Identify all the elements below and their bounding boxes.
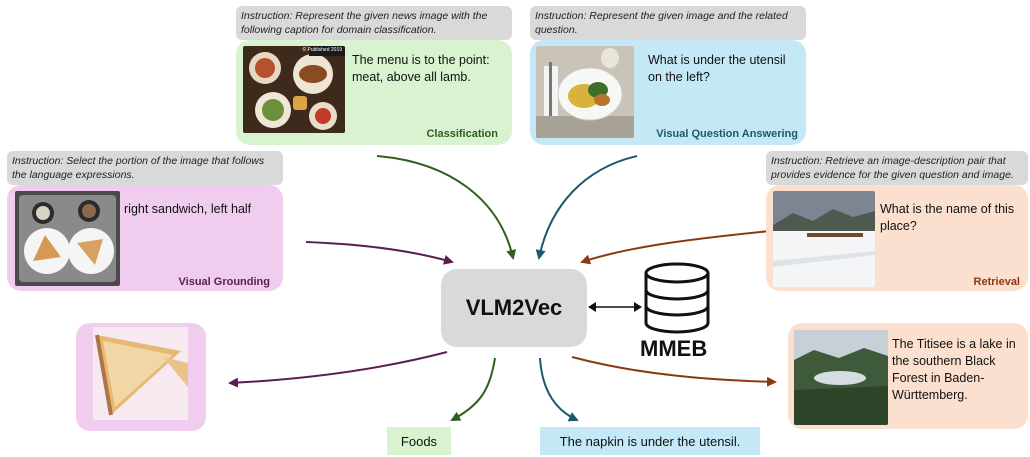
output-vqa: The napkin is under the utensil. [540,427,760,455]
arrow-grounding-in [305,241,454,265]
query-grounding: right sandwich, left half [124,202,252,216]
instruction-classification: Instruction: Represent the given news im… [236,6,512,40]
vlm2vec-model-box: VLM2Vec [441,269,587,347]
output-classification: Foods [387,427,451,455]
arrow-napkin-out [539,357,579,422]
output-retrieval-text: The Titisee is a lake in the southern Bl… [892,337,1016,402]
plate-utensil-image [536,46,634,138]
instruction-vqa: Instruction: Represent the given image a… [530,6,806,40]
arrow-retrieval-in [580,230,771,265]
double-arrow-icon [588,302,642,312]
model-label: VLM2Vec [465,295,563,320]
arrow-foods-out [450,357,496,421]
food-platter-image: © Published 2019 [243,46,345,133]
sandwich-half-image [93,327,188,420]
label-retrieval: Retrieval [973,276,1020,288]
query-classification: The menu is to the point: meat, above al… [352,53,490,84]
query-vqa: What is under the utensil on the left? [648,53,786,84]
arrow-titisee-out [571,356,777,387]
instruction-retrieval: Instruction: Retrieve an image-descripti… [766,151,1028,185]
sandwich-tray-image [15,191,120,286]
label-grounding: Visual Grounding [178,276,270,288]
instruction-grounding: Instruction: Select the portion of the i… [7,151,283,185]
label-classification: Classification [426,128,498,140]
database-icon [644,262,710,334]
arrow-classification-in [376,155,517,260]
benchmark-label: MMEB [640,336,708,361]
arrow-sandwich-out [228,351,448,388]
snowy-lake-image [773,191,875,287]
image-caption: © Published 2019 [302,47,342,53]
label-vqa: Visual Question Answering [656,128,798,140]
query-retrieval: What is the name of this place? [880,202,1015,233]
titisee-image [794,330,888,425]
arrow-vqa-in [535,155,638,260]
